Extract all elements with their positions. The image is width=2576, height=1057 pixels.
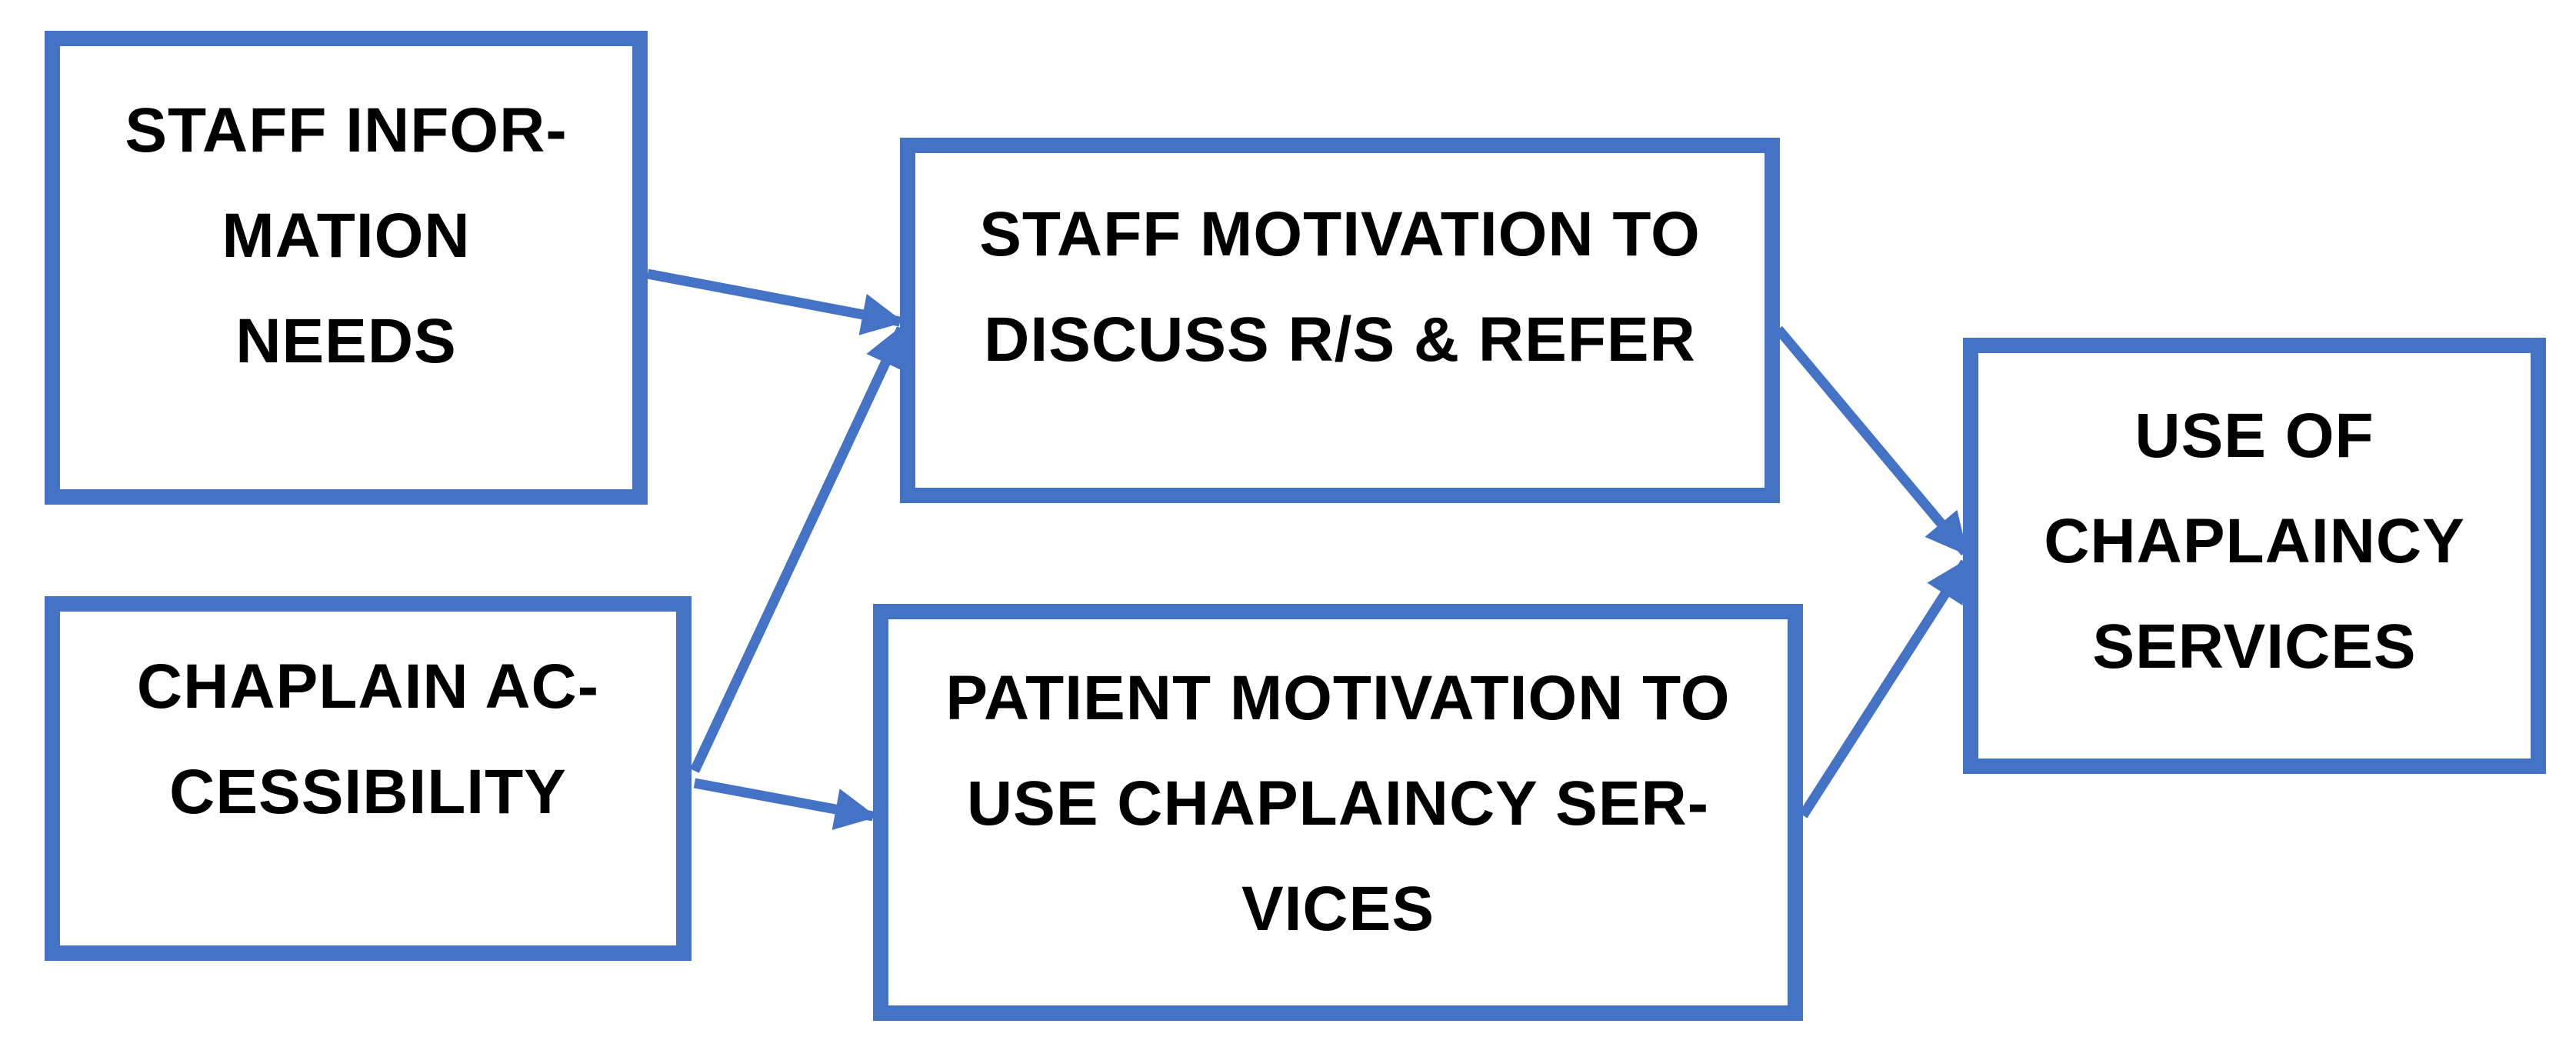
- label-line: MATION: [222, 201, 471, 271]
- arrow-patient-motivation-to-use-of-chaplaincy: [1798, 559, 1970, 819]
- box-staff-information-needs: [45, 31, 648, 505]
- label-line: DISCUSS R/S & REFER: [984, 305, 1696, 375]
- label-use-of-chaplaincy-services: USE OF CHAPLAINCY SERVICES: [1978, 383, 2531, 699]
- arrow-accessibility-to-staff-motivation: [690, 325, 906, 773]
- box-patient-motivation: [873, 604, 1803, 1021]
- label-patient-motivation: PATIENT MOTIVATION TO USE CHAPLAINCY SER…: [888, 645, 1788, 962]
- arrow-accessibility-to-patient-motivation: [693, 778, 878, 830]
- box-chaplain-accessibility: [45, 596, 691, 961]
- label-line: CHAPLAINCY: [2044, 506, 2465, 576]
- label-line: SERVICES: [2092, 612, 2417, 682]
- label-line: CESSIBILITY: [169, 757, 567, 827]
- label-line: USE CHAPLAINCY SER-: [966, 769, 1710, 839]
- arrow-staff-motivation-to-use-of-chaplaincy: [1775, 325, 1969, 556]
- label-line: NEEDS: [235, 306, 457, 376]
- arrow-info-needs-to-staff-motivation: [646, 268, 905, 335]
- label-line: PATIENT MOTIVATION TO: [945, 663, 1731, 733]
- label-line: STAFF MOTIVATION TO: [979, 199, 1701, 269]
- label-staff-information-needs: STAFF INFOR- MATION NEEDS: [60, 78, 632, 394]
- label-line: VICES: [1241, 874, 1435, 944]
- label-staff-motivation: STAFF MOTIVATION TO DISCUSS R/S & REFER: [915, 182, 1765, 392]
- label-line: CHAPLAIN AC-: [136, 652, 600, 722]
- label-line: STAFF INFOR-: [125, 95, 568, 165]
- label-chaplain-accessibility: CHAPLAIN AC- CESSIBILITY: [60, 634, 676, 845]
- box-staff-motivation: [900, 138, 1780, 503]
- box-use-of-chaplaincy-services: [1963, 338, 2546, 774]
- label-line: USE OF: [2134, 401, 2374, 471]
